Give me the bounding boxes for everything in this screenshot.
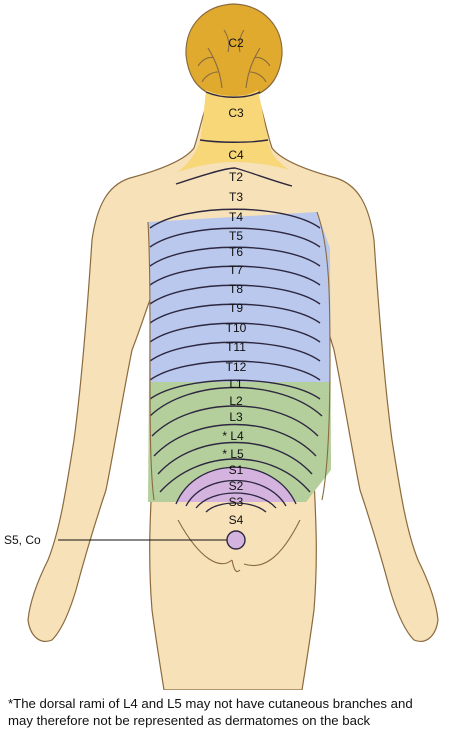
label-s1: S1 [229, 463, 244, 477]
back-dermatomes [148, 212, 331, 502]
label-c2: C2 [228, 36, 244, 50]
label-l3: L3 [229, 410, 243, 424]
label-s3: S3 [229, 495, 244, 509]
label-t7: T7 [229, 263, 243, 277]
label-c3: C3 [228, 106, 244, 120]
label-t5: T5 [229, 229, 243, 243]
s5-co-circle [226, 530, 246, 550]
label-c4: C4 [228, 148, 244, 162]
label-s2: S2 [229, 479, 244, 493]
label-l4: * L4 [222, 429, 244, 443]
label-s4: S4 [229, 513, 244, 527]
sacral-arcs [175, 466, 297, 513]
label-t9: T9 [229, 301, 243, 315]
label-t3: T3 [229, 190, 243, 204]
band-lines [149, 167, 323, 493]
label-t12: T12 [226, 360, 247, 374]
label-l1: L1 [229, 377, 243, 391]
region-c3 [200, 90, 268, 140]
head [185, 3, 283, 100]
label-l5: * L5 [222, 447, 244, 461]
label-t8: T8 [229, 282, 243, 296]
dermatome-diagram: C2 C3 C4 T2 T3 T4 T5 T6 T7 T8 T9 T10 T11… [4, 3, 439, 690]
label-t10: T10 [226, 321, 247, 335]
footnote: *The dorsal rami of L4 and L5 may not ha… [8, 696, 413, 728]
scalp-nerves [197, 29, 271, 89]
label-t6: T6 [229, 245, 243, 259]
label-s5-co: S5, Co [4, 533, 41, 547]
label-t4: T4 [229, 210, 243, 224]
region-c4 [178, 140, 290, 172]
label-t2: T2 [229, 170, 243, 184]
label-t11: T11 [226, 340, 246, 354]
label-l2: L2 [229, 394, 243, 408]
